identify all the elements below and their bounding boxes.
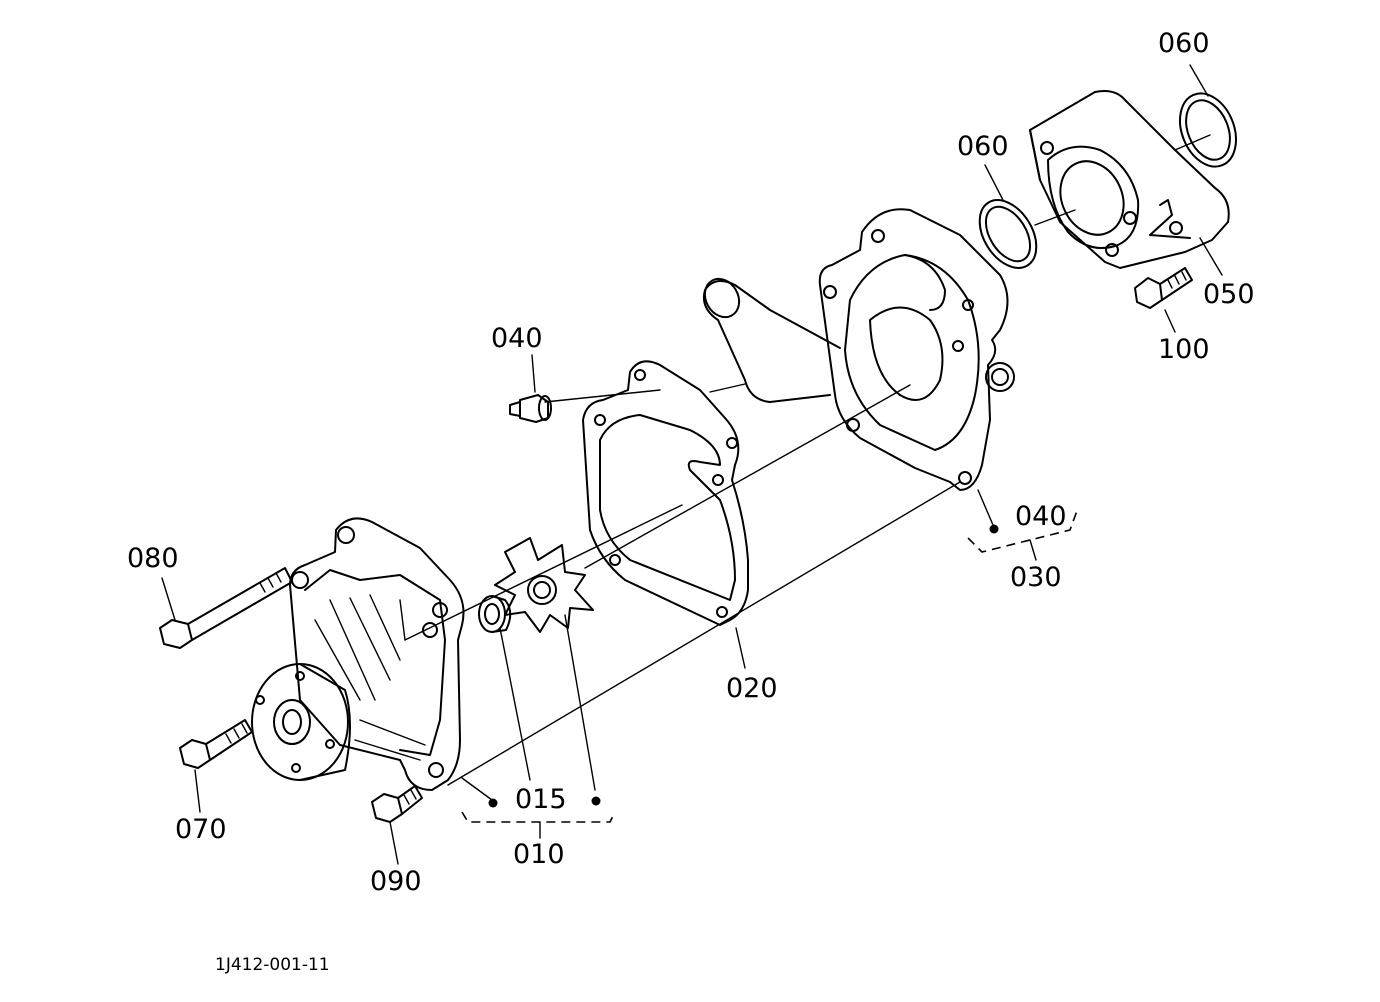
label-070: 070 [175,814,227,845]
label-050: 050 [1203,279,1255,310]
bolt-090 [371,785,423,823]
thermostat-housing [1029,90,1230,269]
o-ring-top [1179,92,1237,168]
label-060-middle: 060 [957,131,1009,162]
bolt-100 [1134,267,1193,309]
label-090: 090 [370,866,422,897]
label-015: 015 [515,784,567,815]
bolt-080 [159,567,293,649]
assembly-bracket-030 [967,507,1079,561]
drawing-code: 1J412-001-11 [215,955,330,975]
label-020: 020 [726,673,778,704]
label-080: 080 [127,543,179,574]
label-040-assembly: 040 [1015,501,1067,532]
label-030: 030 [1010,562,1062,593]
pump-body [702,208,1015,491]
label-060-top: 060 [1158,28,1210,59]
impeller [494,537,594,633]
label-100: 100 [1158,334,1210,365]
pump-cover-flange [251,517,465,791]
pump-gasket [582,360,749,626]
assembly-bracket-010 [461,796,616,839]
o-ring-middle [978,199,1038,269]
bolt-070 [179,719,253,769]
label-leader-lines [161,64,1223,865]
mechanical-seal [478,595,512,633]
label-010: 010 [513,839,565,870]
temperature-sensor [509,394,552,423]
label-040-sensor: 040 [491,323,543,354]
